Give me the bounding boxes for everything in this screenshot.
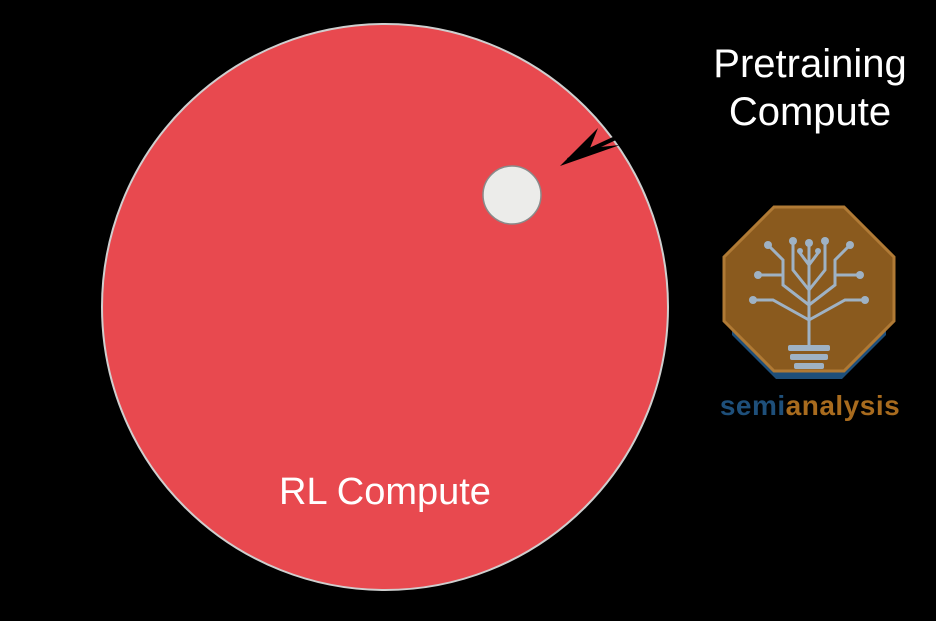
wordmark-analysis: analysis: [785, 390, 901, 421]
pretraining-label-line-2: Compute: [728, 90, 892, 134]
pretraining-compute-circle: [482, 165, 542, 225]
semianalysis-wordmark: semianalysis: [700, 388, 920, 424]
pretraining-compute-label: Pretraining Compute: [690, 40, 930, 136]
wordmark-semi: semi: [719, 390, 786, 421]
semianalysis-logo-icon: [722, 205, 896, 379]
pretraining-label-line-1: Pretraining: [713, 42, 907, 86]
rl-compute-circle: [101, 23, 669, 591]
pointer-arrow: [560, 128, 623, 166]
rl-compute-label: RL Compute: [279, 471, 491, 513]
